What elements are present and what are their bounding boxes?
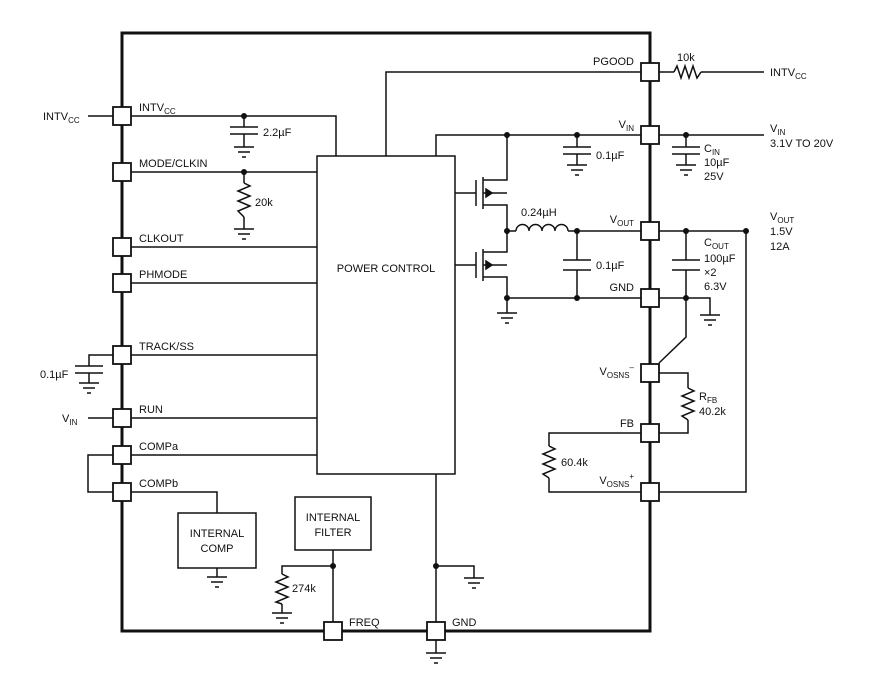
label-rfb-value: 40.2k (699, 406, 726, 418)
label-vin-right: VIN (770, 123, 786, 137)
pin-phmode (112, 273, 132, 293)
pin-track-ss (112, 345, 132, 365)
pin-label-gnd-bottom: GND (452, 617, 477, 629)
resistor-fb2 (541, 445, 557, 479)
pin-label-vin: VIN (619, 119, 635, 133)
pin-label-run: RUN (139, 404, 163, 416)
mosfet-top (475, 177, 507, 209)
capacitor-sw-internal (563, 259, 591, 271)
label-cin-value: 10µF (704, 157, 730, 169)
pin-freq (323, 621, 343, 641)
pin-label-track-ss: TRACK/SS (139, 341, 194, 353)
internal-comp-label-1: INTERNAL (190, 528, 244, 540)
pin-label-freq: FREQ (349, 617, 380, 629)
pin-label-phmode: PHMODE (139, 269, 187, 281)
label-r-pgood: 10k (677, 52, 695, 64)
capacitor-track (75, 365, 103, 383)
label-cout-count: ×2 (704, 267, 717, 279)
power-control-block (316, 155, 456, 475)
label-cin-name: CIN (704, 143, 720, 157)
pin-label-clkout: CLKOUT (139, 233, 184, 245)
label-cout-voltage: 6.3V (704, 281, 727, 293)
mosfet-bottom (475, 249, 507, 281)
resistor-mode (236, 182, 252, 218)
pin-pgood (640, 62, 660, 82)
pin-fb (640, 423, 660, 443)
label-vin-left: VIN (62, 413, 78, 427)
label-inductor: 0.24µH (521, 207, 557, 219)
power-control-label: POWER CONTROL (337, 263, 435, 275)
label-vout-current: 12A (770, 241, 790, 253)
label-vout-voltage: 1.5V (770, 226, 793, 238)
pin-vosns-minus (640, 363, 660, 383)
wires (87, 71, 764, 653)
label-cout-name: COUT (704, 237, 729, 251)
pin-label-gnd: GND (610, 282, 635, 294)
pin-clkout (112, 237, 132, 257)
ground-symbols (79, 146, 720, 664)
pin-label-compa: COMPa (139, 441, 179, 453)
label-r-fb2: 60.4k (561, 457, 588, 469)
label-cout-value: 100µF (704, 253, 736, 265)
label-cin-voltage: 25V (704, 171, 724, 183)
label-intvcc-left: INTVCC (43, 111, 80, 125)
label-r-mode: 20k (255, 197, 273, 209)
resistor-pgood (673, 63, 702, 81)
label-r-freq: 274k (292, 583, 316, 595)
pin-label-vout: VOUT (610, 214, 634, 228)
pin-compb (112, 482, 132, 502)
pin-label-fb: FB (620, 418, 634, 430)
pin-compa (112, 445, 132, 465)
capacitor-cout (672, 259, 700, 271)
label-c-track: 0.1µF (40, 369, 69, 381)
junction-dots (241, 113, 749, 569)
internal-filter-label-1: INTERNAL (306, 512, 360, 524)
label-c-intvcc: 2.2µF (263, 127, 292, 139)
label-intvcc-right: INTVCC (770, 67, 807, 81)
label-vout-right: VOUT (770, 211, 794, 225)
pin-label-mode-clkin: MODE/CLKIN (139, 158, 208, 170)
pin-intvcc (112, 106, 132, 126)
inductor (515, 223, 569, 232)
pin-gnd-bottom (426, 621, 446, 641)
resistor-freq (273, 573, 290, 605)
capacitor-cin (672, 146, 700, 165)
pin-label-pgood: PGOOD (593, 56, 634, 68)
resistor-rfb (680, 387, 696, 421)
pin-label-vosns-plus: VOSNS+ (599, 472, 634, 489)
internal-comp-block (177, 512, 257, 569)
label-c-vin-internal: 0.1µF (596, 150, 625, 162)
internal-filter-label-2: FILTER (314, 527, 351, 539)
pin-label-intvcc: INTVCC (139, 102, 176, 116)
pin-run (112, 408, 132, 428)
capacitor-intvcc (230, 126, 258, 147)
label-c-sw-internal: 0.1µF (596, 260, 625, 272)
module-outline (120, 31, 652, 633)
pin-label-compb: COMPb (139, 478, 178, 490)
capacitor-vin-internal (563, 146, 591, 165)
pin-label-vosns-minus: VOSNS– (600, 363, 635, 380)
pin-mode-clkin (112, 162, 132, 182)
label-vin-range: 3.1V TO 20V (770, 138, 834, 150)
internal-comp-label-2: COMP (201, 543, 234, 555)
pin-vosns-plus (640, 482, 660, 502)
pin-vin (640, 125, 660, 145)
pin-gnd (640, 288, 660, 308)
label-rfb-name: RFB (699, 391, 717, 405)
pin-vout (640, 221, 660, 241)
